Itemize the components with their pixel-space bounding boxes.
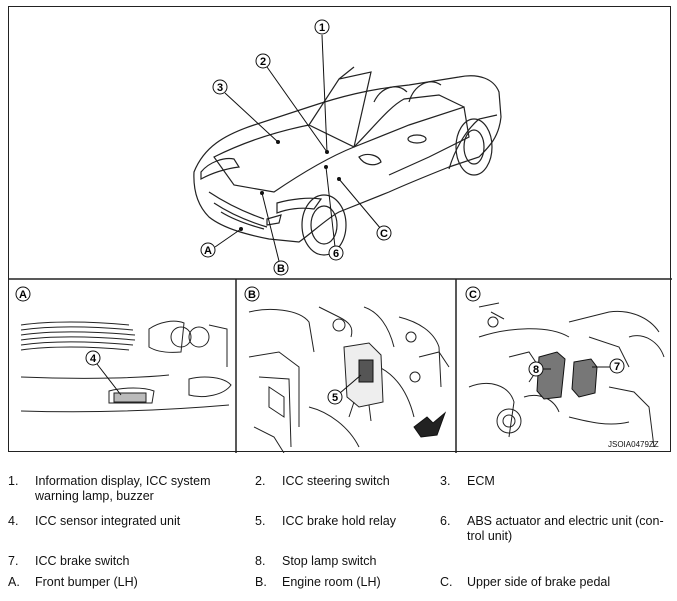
legend-text: ECM bbox=[467, 474, 495, 488]
svg-text:B: B bbox=[277, 263, 285, 275]
legend-item-1: 1. Information display, ICC system warni… bbox=[8, 474, 238, 504]
legend-key: C. bbox=[440, 575, 453, 589]
callout-c: C bbox=[376, 225, 392, 241]
legend-key: 5. bbox=[255, 514, 266, 528]
panel-c: C bbox=[465, 286, 665, 448]
legend-item-2: 2. ICC steering switch bbox=[255, 474, 435, 489]
legend-text: ICC brake switch bbox=[35, 554, 130, 568]
legend-text: ICC steering switch bbox=[282, 474, 390, 488]
legend-text: ABS actuator and electric unit (con-trol… bbox=[467, 514, 664, 543]
callout-2: 2 bbox=[255, 53, 271, 69]
svg-text:8: 8 bbox=[533, 364, 539, 376]
svg-text:3: 3 bbox=[217, 82, 223, 94]
callout-3: 3 bbox=[212, 79, 228, 95]
figure-code: JSOIA0479ZZ bbox=[608, 440, 659, 449]
svg-text:2: 2 bbox=[260, 56, 266, 68]
panel-c-tag: C bbox=[465, 286, 481, 302]
callout-6: 6 bbox=[328, 245, 344, 261]
legend-item-5: 5. ICC brake hold relay bbox=[255, 514, 435, 529]
front-bumper-drawing bbox=[20, 320, 232, 413]
legend-key: 7. bbox=[8, 554, 19, 568]
legend-key: 4. bbox=[8, 514, 19, 528]
car-illustration bbox=[193, 66, 502, 256]
legend-key: 1. bbox=[8, 474, 19, 488]
panel-a-tag: A bbox=[15, 286, 31, 302]
svg-text:5: 5 bbox=[332, 392, 338, 404]
legend-text: Upper side of brake pedal bbox=[467, 575, 611, 589]
main-callout-dots bbox=[239, 140, 341, 231]
relay-box bbox=[343, 342, 384, 422]
svg-text:A: A bbox=[19, 289, 27, 301]
component-location-figure: 1 2 3 6 A B C A bbox=[8, 6, 672, 453]
legend-item-a: A. Front bumper (LH) bbox=[8, 575, 238, 590]
legend-key: 8. bbox=[255, 554, 266, 568]
legend-text: Stop lamp switch bbox=[282, 554, 377, 568]
svg-text:B: B bbox=[248, 289, 256, 301]
pedal-area-drawing bbox=[468, 302, 665, 448]
legend-text: ICC sensor integrated unit bbox=[35, 514, 181, 528]
engine-room-drawing bbox=[248, 306, 450, 453]
svg-text:C: C bbox=[380, 228, 388, 240]
callout-a: A bbox=[200, 242, 216, 258]
figure-drawing: 1 2 3 6 A B C A bbox=[9, 19, 672, 453]
legend-item-3: 3. ECM bbox=[440, 474, 670, 489]
svg-text:6: 6 bbox=[333, 248, 339, 260]
callout-b: B bbox=[273, 260, 289, 276]
legend-item-8: 8. Stop lamp switch bbox=[255, 554, 435, 569]
legend-key: 6. bbox=[440, 514, 451, 528]
callout-1: 1 bbox=[314, 19, 330, 35]
callout-7: 7 bbox=[609, 358, 625, 374]
legend-item-4: 4. ICC sensor integrated unit bbox=[8, 514, 238, 529]
svg-text:A: A bbox=[204, 245, 212, 257]
panel-b-tag: B bbox=[244, 286, 260, 302]
svg-text:C: C bbox=[469, 289, 477, 301]
legend-item-c: C. Upper side of brake pedal bbox=[440, 575, 670, 590]
legend-text: Information display, ICC system warning … bbox=[35, 474, 211, 503]
stop-lamp-switch-shape bbox=[536, 351, 566, 400]
legend-key: 2. bbox=[255, 474, 266, 488]
legend-key: 3. bbox=[440, 474, 451, 488]
panel-a: A 4 bbox=[15, 286, 232, 413]
callout-5: 5 bbox=[327, 389, 343, 405]
legend-item-6: 6. ABS actuator and electric unit (con-t… bbox=[440, 514, 670, 544]
callout-5-leader bbox=[339, 374, 362, 394]
legend-item-b: B. Engine room (LH) bbox=[255, 575, 435, 590]
svg-text:4: 4 bbox=[90, 353, 97, 365]
legend-text: Engine room (LH) bbox=[282, 575, 381, 589]
callout-4: 4 bbox=[85, 350, 101, 366]
panel-b: B bbox=[244, 286, 450, 453]
legend-item-7: 7. ICC brake switch bbox=[8, 554, 238, 569]
callout-8: 8 bbox=[528, 361, 544, 377]
main-callouts bbox=[214, 34, 382, 262]
legend-text: Front bumper (LH) bbox=[35, 575, 138, 589]
front-arrow-icon bbox=[413, 411, 447, 438]
icc-sensor-shape bbox=[113, 392, 147, 403]
legend-text: ICC brake hold relay bbox=[282, 514, 396, 528]
legend-key: B. bbox=[255, 575, 267, 589]
legend-key: A. bbox=[8, 575, 20, 589]
svg-text:7: 7 bbox=[614, 361, 620, 373]
callout-4-leader bbox=[96, 363, 122, 396]
svg-text:1: 1 bbox=[319, 22, 325, 34]
icc-brake-switch-shape bbox=[571, 358, 598, 398]
